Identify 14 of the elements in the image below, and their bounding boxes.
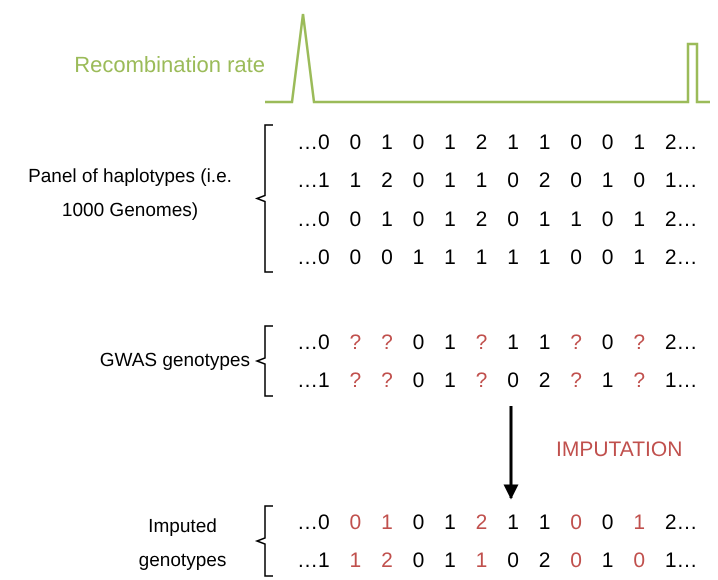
genotype-row: …0 ? ? 0 1 ? 1 1 ? 0 ? 2…: [297, 330, 698, 356]
genotype-row: …0 0 1 0 1 2 0 1 1 0 1 2…: [297, 207, 698, 233]
genotype-row: …1 1 2 0 1 1 0 2 0 1 0 1…: [297, 548, 698, 574]
arrow: [504, 406, 518, 500]
panel-label: Panel of haplotypes (i.e. 1000 Genomes): [27, 165, 233, 223]
row-group-label: Imputed genotypes: [138, 515, 228, 573]
genotype-row: …0 0 0 1 1 1 1 1 0 0 1 2…: [297, 245, 698, 271]
edge-label: IMPUTATION: [556, 438, 682, 462]
axis-label: Recombination rate: [73, 52, 265, 78]
genotype-row: …0 0 1 0 1 2 1 1 0 0 1 2…: [297, 510, 698, 536]
genotype-row: …1 ? ? 0 1 ? 0 2 ? 1 ? 1…: [297, 368, 698, 394]
row-group-label: GWAS genotypes: [98, 349, 250, 373]
genotype-row: …0 0 1 0 1 2 1 1 0 0 1 2…: [297, 130, 698, 156]
genotype-row: …1 1 2 0 1 1 0 2 0 1 0 1…: [297, 168, 698, 194]
